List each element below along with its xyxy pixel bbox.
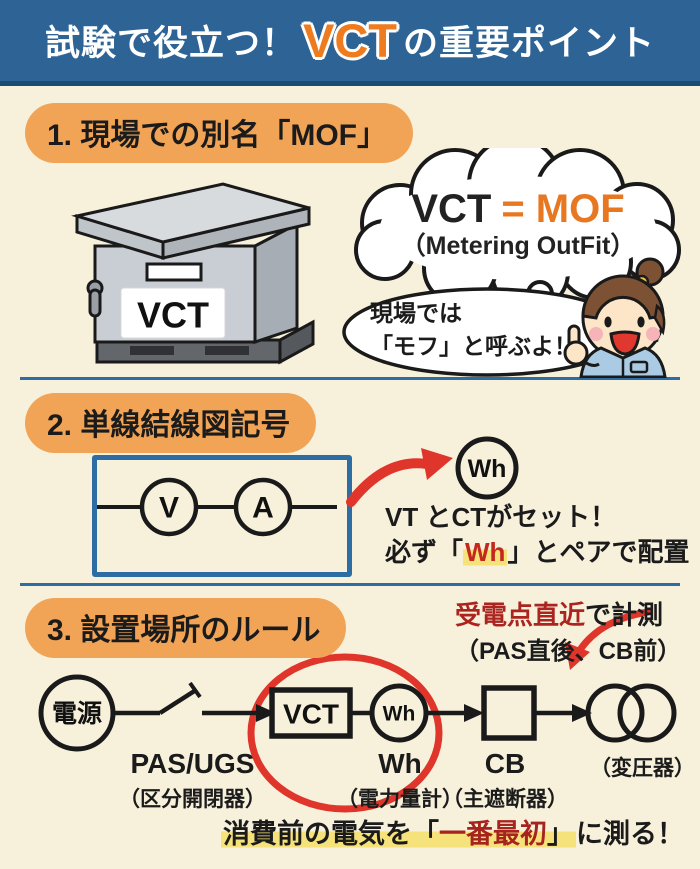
- label-pas: PAS/UGS: [130, 748, 255, 779]
- vt-ct-symbol-diagram: V A: [97, 477, 337, 537]
- note-line2-wh: Wh: [463, 537, 508, 568]
- wh-meter-symbol: Wh: [455, 436, 519, 500]
- wh-node-label: Wh: [383, 703, 416, 726]
- section2-note: VT とCTがセット！ 必ず「Wh」とペアで配置: [385, 500, 689, 570]
- ct-symbol: A: [252, 492, 274, 525]
- vct-node-label: VCT: [283, 699, 339, 730]
- red-arrow-icon: [346, 448, 453, 507]
- thought-subtitle: （Metering OutFit）: [400, 232, 636, 260]
- bottom-close: 」: [547, 819, 574, 849]
- section1-heading: 1. 現場での別名「MOF」: [25, 103, 414, 163]
- section2-heading: 2. 単線結線図記号: [25, 393, 317, 453]
- thought-bubble-text: VCT= MOF （Metering OutFit）: [383, 186, 653, 261]
- label-transformer-sub: （変圧器）: [590, 757, 695, 780]
- header-title-vct: VCT: [303, 14, 397, 67]
- note-line1: VT とCTがセット！: [385, 502, 617, 532]
- label-cb: CB: [484, 748, 526, 779]
- cb-node-box: [481, 685, 537, 741]
- placement-circuit-diagram: 電源 VCT Wh: [38, 608, 677, 813]
- note-line2-post: 」とペアで配置: [507, 537, 690, 568]
- single-line-diagram-box: V A: [92, 455, 352, 577]
- switch-blade-icon: [158, 688, 198, 715]
- cabinet-label: VCT: [137, 295, 209, 336]
- speech-line1: 現場では: [370, 300, 462, 326]
- speech-bubble-text: 現場では 「モフ」と呼ぶよ！: [370, 297, 577, 364]
- bottom-highlighted: 消費前の電気を「一番最初」: [221, 819, 576, 849]
- header-title-suffix: の重要ポイント: [403, 24, 656, 63]
- annotation-red-text: 受電点直近: [455, 600, 586, 630]
- label-pas-sub: （区分開閉器）: [119, 788, 266, 811]
- annotation-black-text: で計測: [585, 600, 664, 630]
- annotation-line2: （PAS直後、CB前）: [455, 637, 682, 665]
- note-line2: 必ず「Wh」とペアで配置: [385, 535, 689, 570]
- note-line2-pre: 必ず「: [385, 537, 464, 568]
- vct-cabinet-illustration: VCT: [71, 182, 315, 365]
- thought-vct: VCT: [411, 187, 492, 231]
- annotation-line1: 受電点直近で計測: [455, 597, 700, 635]
- header-title-prefix: 試験で役立つ！: [44, 24, 297, 63]
- label-wh: Wh: [378, 748, 422, 779]
- label-wh-sub: （電力量計）: [337, 788, 463, 811]
- bottom-red: 一番最初: [439, 819, 547, 849]
- wh-symbol-label: Wh: [468, 455, 507, 483]
- transformer-icon: [585, 683, 645, 743]
- worker-character-illustration: [563, 257, 667, 378]
- red-emphasis-ellipse: [247, 653, 443, 813]
- red-annotation-arrow: [576, 608, 652, 654]
- bottom-post: に測る！: [576, 819, 684, 849]
- bottom-takeaway: 消費前の電気を「一番最初」に測る！: [205, 812, 700, 851]
- vt-symbol: V: [159, 492, 179, 525]
- label-cb-sub: （主遮断器）: [442, 788, 568, 811]
- bottom-pre: 消費前の電気を「: [223, 819, 439, 849]
- header-banner: 試験で役立つ！ VCT の重要ポイント: [0, 0, 700, 86]
- speech-line2: 「モフ」と呼ぶよ！: [370, 333, 577, 360]
- thought-mof: = MOF: [501, 187, 625, 231]
- section-divider-1: [20, 377, 680, 380]
- source-node-label: 電源: [52, 700, 102, 728]
- section-divider-2: [20, 583, 680, 586]
- section3-heading: 3. 設置場所のルール: [25, 598, 347, 658]
- placement-annotation: 受電点直近で計測 （PAS直後、CB前）: [455, 597, 700, 669]
